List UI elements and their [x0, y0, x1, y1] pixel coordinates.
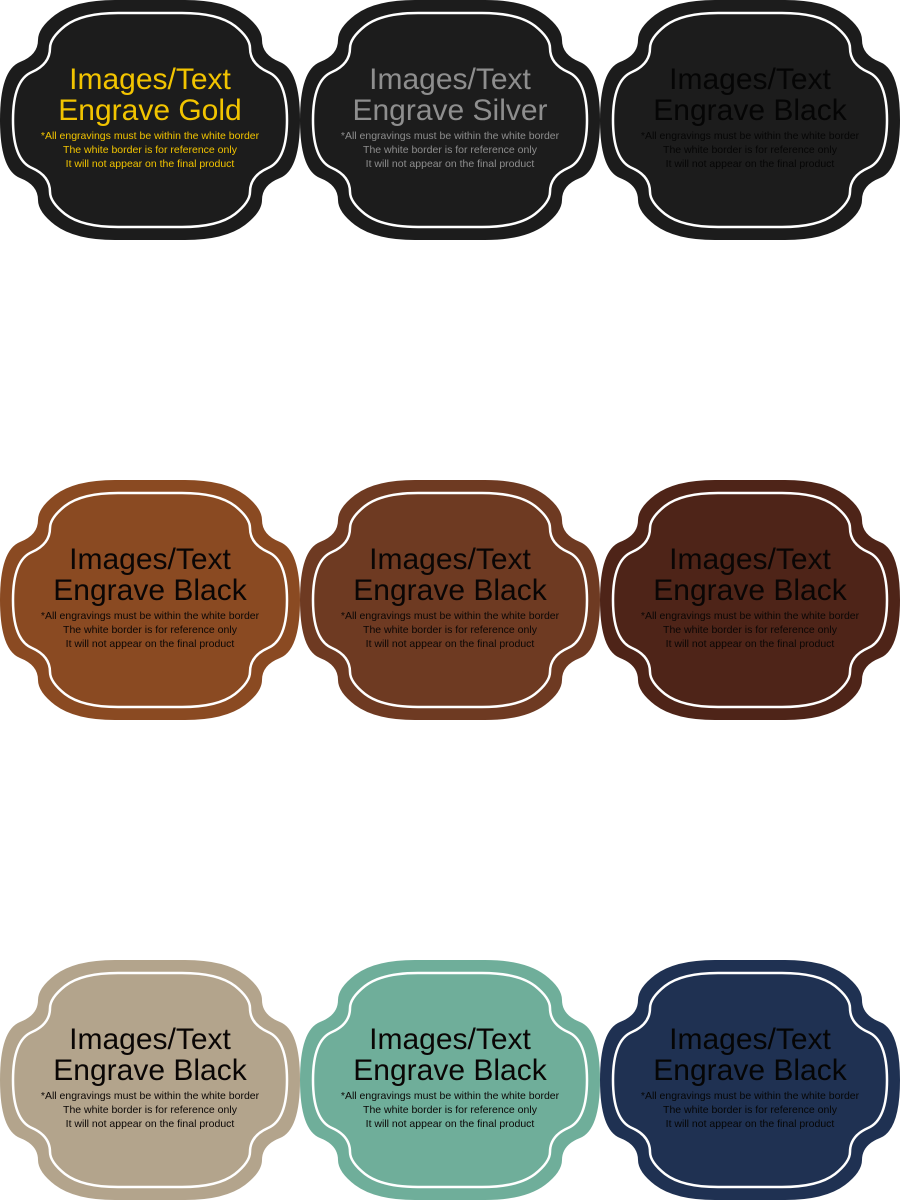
note-line-1: *All engravings must be within the white… — [340, 610, 560, 622]
note-line-1: *All engravings must be within the white… — [640, 1090, 860, 1102]
heading-line-2: Engrave Black — [53, 574, 247, 607]
note-line-2: The white border is for reference only — [63, 624, 237, 636]
heading-line-1: Images/Text — [669, 1023, 831, 1056]
patch-black-black-engrave: Images/Text Engrave Black *All engraving… — [600, 0, 900, 240]
note-line-2: The white border is for reference only — [363, 1104, 537, 1116]
note-line-2: The white border is for reference only — [663, 144, 837, 156]
note-line-3: It will not appear on the final product — [665, 638, 835, 650]
note-line-2: The white border is for reference only — [363, 144, 537, 156]
patch-text: Images/Text Engrave Black *All engraving… — [0, 960, 300, 1200]
heading-line-1: Images/Text — [669, 63, 831, 96]
patch-black-silver-engrave: Images/Text Engrave Silver *All engravin… — [300, 0, 600, 240]
patch-brown-leather-engrave: Images/Text Engrave Black *All engraving… — [300, 480, 600, 720]
note-line-1: *All engravings must be within the white… — [340, 1090, 560, 1102]
patch-text: Images/Text Engrave Black *All engraving… — [300, 480, 600, 720]
note-line-2: The white border is for reference only — [63, 1104, 237, 1116]
note-line-1: *All engravings must be within the white… — [40, 610, 260, 622]
note-line-3: It will not appear on the final product — [665, 1118, 835, 1130]
patch-text: Images/Text Engrave Black *All engraving… — [600, 960, 900, 1200]
patch-text: Images/Text Engrave Silver *All engravin… — [300, 0, 600, 240]
note-line-1: *All engravings must be within the white… — [340, 130, 560, 142]
heading-line-1: Images/Text — [369, 1023, 531, 1056]
patch-tan-leather-engrave: Images/Text Engrave Black *All engraving… — [0, 480, 300, 720]
heading-line-2: Engrave Black — [353, 574, 547, 607]
note-line-2: The white border is for reference only — [363, 624, 537, 636]
note-line-1: *All engravings must be within the white… — [40, 1090, 260, 1102]
note-line-1: *All engravings must be within the white… — [40, 130, 260, 142]
heading-line-2: Engrave Black — [353, 1054, 547, 1087]
note-line-3: It will not appear on the final product — [365, 1118, 535, 1130]
heading-line-2: Engrave Black — [653, 1054, 847, 1087]
heading-line-2: Engrave Black — [653, 574, 847, 607]
note-line-2: The white border is for reference only — [663, 1104, 837, 1116]
heading-line-1: Images/Text — [669, 543, 831, 576]
heading-line-1: Images/Text — [369, 543, 531, 576]
note-line-3: It will not appear on the final product — [65, 1118, 235, 1130]
note-line-2: The white border is for reference only — [63, 144, 237, 156]
note-line-3: It will not appear on the final product — [665, 158, 835, 170]
heading-line-2: Engrave Silver — [352, 94, 548, 127]
note-line-2: The white border is for reference only — [663, 624, 837, 636]
note-line-1: *All engravings must be within the white… — [640, 130, 860, 142]
patch-navy-engrave: Images/Text Engrave Black *All engraving… — [600, 960, 900, 1200]
heading-line-2: Engrave Black — [53, 1054, 247, 1087]
heading-line-2: Engrave Gold — [58, 94, 242, 127]
heading-line-1: Images/Text — [69, 543, 231, 576]
note-line-1: *All engravings must be within the white… — [640, 610, 860, 622]
patch-teal-engrave: Images/Text Engrave Black *All engraving… — [300, 960, 600, 1200]
patch-text: Images/Text Engrave Gold *All engravings… — [0, 0, 300, 240]
heading-line-1: Images/Text — [69, 1023, 231, 1056]
patch-black-gold-engrave: Images/Text Engrave Gold *All engravings… — [0, 0, 300, 240]
patch-text: Images/Text Engrave Black *All engraving… — [300, 960, 600, 1200]
patch-beige-engrave: Images/Text Engrave Black *All engraving… — [0, 960, 300, 1200]
patch-dark-brown-leather-engrave: Images/Text Engrave Black *All engraving… — [600, 480, 900, 720]
patch-text: Images/Text Engrave Black *All engraving… — [600, 0, 900, 240]
note-line-3: It will not appear on the final product — [365, 638, 535, 650]
note-line-3: It will not appear on the final product — [365, 158, 535, 170]
heading-line-1: Images/Text — [369, 63, 531, 96]
patch-text: Images/Text Engrave Black *All engraving… — [0, 480, 300, 720]
heading-line-2: Engrave Black — [653, 94, 847, 127]
note-line-3: It will not appear on the final product — [65, 638, 235, 650]
heading-line-1: Images/Text — [69, 63, 231, 96]
note-line-3: It will not appear on the final product — [65, 158, 235, 170]
patch-text: Images/Text Engrave Black *All engraving… — [600, 480, 900, 720]
